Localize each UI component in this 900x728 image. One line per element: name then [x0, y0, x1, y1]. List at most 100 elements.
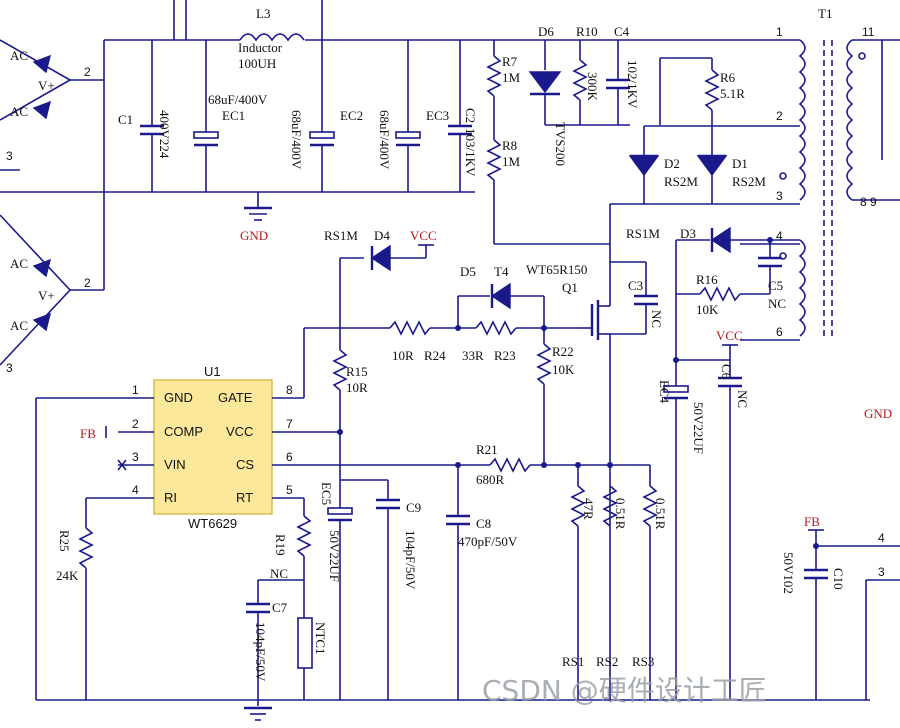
bridge-pin-2: 2 — [84, 276, 91, 290]
c7-value: 104pF/50V — [253, 622, 268, 682]
u1-part: WT6629 — [188, 516, 237, 531]
fb-label-left: FB — [80, 426, 96, 441]
u1-pin-vcc: VCC — [226, 424, 253, 439]
ec4-ref: EC4 — [657, 380, 672, 404]
c2-ref: C2 — [463, 108, 478, 123]
d5-ref: D5 — [460, 264, 476, 279]
c7-ref: C7 — [272, 600, 288, 615]
u1-pinnum-8: 8 — [286, 383, 293, 397]
rs1-label: RS1 — [562, 654, 584, 669]
transformer-t1: T1 1 2 3 4 6 11 8 9 — [740, 6, 900, 341]
ec5-value: 50V22UF — [327, 530, 342, 582]
c9-ref: C9 — [406, 500, 421, 515]
bridge-ac-label: AC — [10, 318, 28, 333]
r10-ref: R10 — [576, 24, 598, 39]
u1-pinnum-7: 7 — [286, 417, 293, 431]
resistor-r7-r8: R7 1M R8 1M — [486, 40, 610, 245]
l3-value: 100UH — [238, 56, 276, 71]
c4-ref: C4 — [614, 24, 630, 39]
l3-type: Inductor — [238, 40, 283, 55]
snubber-d6-r10-c4: D6 TVS200 R10 300K C4 102/1KV — [528, 24, 640, 166]
conn-pin-3: 3 — [878, 565, 885, 579]
c10-ref: C10 — [831, 568, 846, 590]
bridge-vplus-label: V+ — [38, 78, 55, 93]
u1-pin-rt: RT — [236, 490, 253, 505]
ec1-ref: EC1 — [222, 108, 245, 123]
r24-value: 10R — [392, 348, 414, 363]
r21-ref: R21 — [476, 442, 498, 457]
u1-pin-comp: COMP — [164, 424, 203, 439]
r16-value: 10K — [696, 302, 719, 317]
c9-value: 104pF/50V — [403, 530, 418, 590]
c3-ref: C3 — [628, 278, 643, 293]
r10-value: 300K — [585, 72, 600, 102]
bridge-rectifier-bottom: AC AC V+ 2 3 — [0, 214, 104, 375]
capacitor-c1: C1 400V224 — [118, 40, 172, 192]
u1-pinnum-6: 6 — [286, 450, 293, 464]
diode-d4: RS1M D4 VCC — [324, 228, 437, 272]
t1-pin-89: 8 9 — [860, 195, 877, 209]
t1-pin-2: 2 — [776, 109, 783, 123]
mosfet-q1: WT65R150 Q1 C3 NC — [526, 204, 664, 700]
q1-value: WT65R150 — [526, 262, 587, 277]
bridge-rectifier-top: AC AC V+ 2 3 — [0, 39, 104, 171]
u1-pinnum-4: 4 — [132, 483, 139, 497]
rs-47r-value: 47R — [581, 498, 596, 520]
r15-ref: R15 — [346, 364, 368, 379]
t1-pin-1: 1 — [776, 25, 783, 39]
bridge-ac-label: AC — [10, 104, 28, 119]
capacitor-ec1: 68uF/400V EC1 — [193, 40, 268, 192]
u1-pin-gate: GATE — [218, 390, 253, 405]
ntc1-label: NTC1 — [313, 622, 328, 655]
bridge-pin-2: 2 — [84, 65, 91, 79]
left-gnd-net: R25 24K — [35, 397, 870, 701]
d2-value: RS2M — [664, 174, 698, 189]
rs-051b-value: 0.51R — [653, 498, 668, 530]
clamp-r6-d1-d2: R6 5.1R D2 RS2M D1 RS2M — [610, 57, 800, 205]
t4-ref: T4 — [494, 264, 509, 279]
aux-winding-d3: RS1M D3 R16 10K C5 NC — [626, 226, 800, 360]
caps-ec5-c9: EC5 50V22UF C9 104pF/50V — [319, 479, 421, 700]
u1-ref: U1 — [204, 364, 221, 379]
d3-value: RS1M — [626, 226, 660, 241]
inductor-l3: L3 Inductor 100UH — [238, 6, 305, 71]
gnd-right-label: GND — [864, 406, 892, 421]
r6-value: 5.1R — [720, 86, 745, 101]
ec4-value: 50V22UF — [691, 402, 706, 454]
sense-resistors: 47R 0.51R 0.51R RS1 RS2 RS3 — [562, 462, 668, 700]
d2-ref: D2 — [664, 156, 680, 171]
d3-ref: D3 — [680, 226, 696, 241]
d1-value: RS2M — [732, 174, 766, 189]
r16-ref: R16 — [696, 272, 718, 287]
controller-u1: U1 WT6629 GND COMP VIN RI GATE VCC CS RT… — [80, 364, 470, 531]
q1-ref: Q1 — [562, 280, 578, 295]
ec2-value: 68uF/400V — [289, 110, 304, 170]
c8-value: 470pF/50V — [458, 534, 518, 549]
watermark: CSDN @硬件设计工匠 — [482, 674, 767, 707]
c8-ref: C8 — [476, 516, 491, 531]
r7-ref: R7 — [502, 54, 518, 69]
bridge-vplus-label: V+ — [38, 288, 55, 303]
c1-value: 400V224 — [157, 110, 172, 159]
c4-value: 102/1KV — [625, 60, 640, 109]
c3-value: NC — [649, 310, 664, 328]
bridge-pin-3: 3 — [6, 361, 13, 375]
ec3-value: 68uF/400V — [377, 110, 392, 170]
r22-value: 10K — [552, 362, 575, 377]
d1-ref: D1 — [732, 156, 748, 171]
rs-051a-value: 0.51R — [613, 498, 628, 530]
fb-label-right: FB — [804, 514, 820, 529]
c1-ref: C1 — [118, 112, 133, 127]
rt-network: R19 NC C7 104pF/50V NTC1 — [244, 498, 328, 721]
r24-ref: R24 — [424, 348, 446, 363]
ec5-ref: EC5 — [319, 482, 334, 505]
vcc-label-right: VCC — [716, 328, 743, 343]
capacitor-c2: C2 103/1KV — [448, 40, 478, 192]
capacitor-ec3: EC3 68uF/400V — [377, 40, 449, 192]
gate-drive-network: 10R R24 33R R23 D5 T4 — [303, 264, 580, 398]
u1-pin-vin: VIN — [164, 457, 186, 472]
c6-ref: C6 — [719, 364, 734, 380]
rs3-label: RS3 — [632, 654, 654, 669]
r8-ref: R8 — [502, 138, 517, 153]
